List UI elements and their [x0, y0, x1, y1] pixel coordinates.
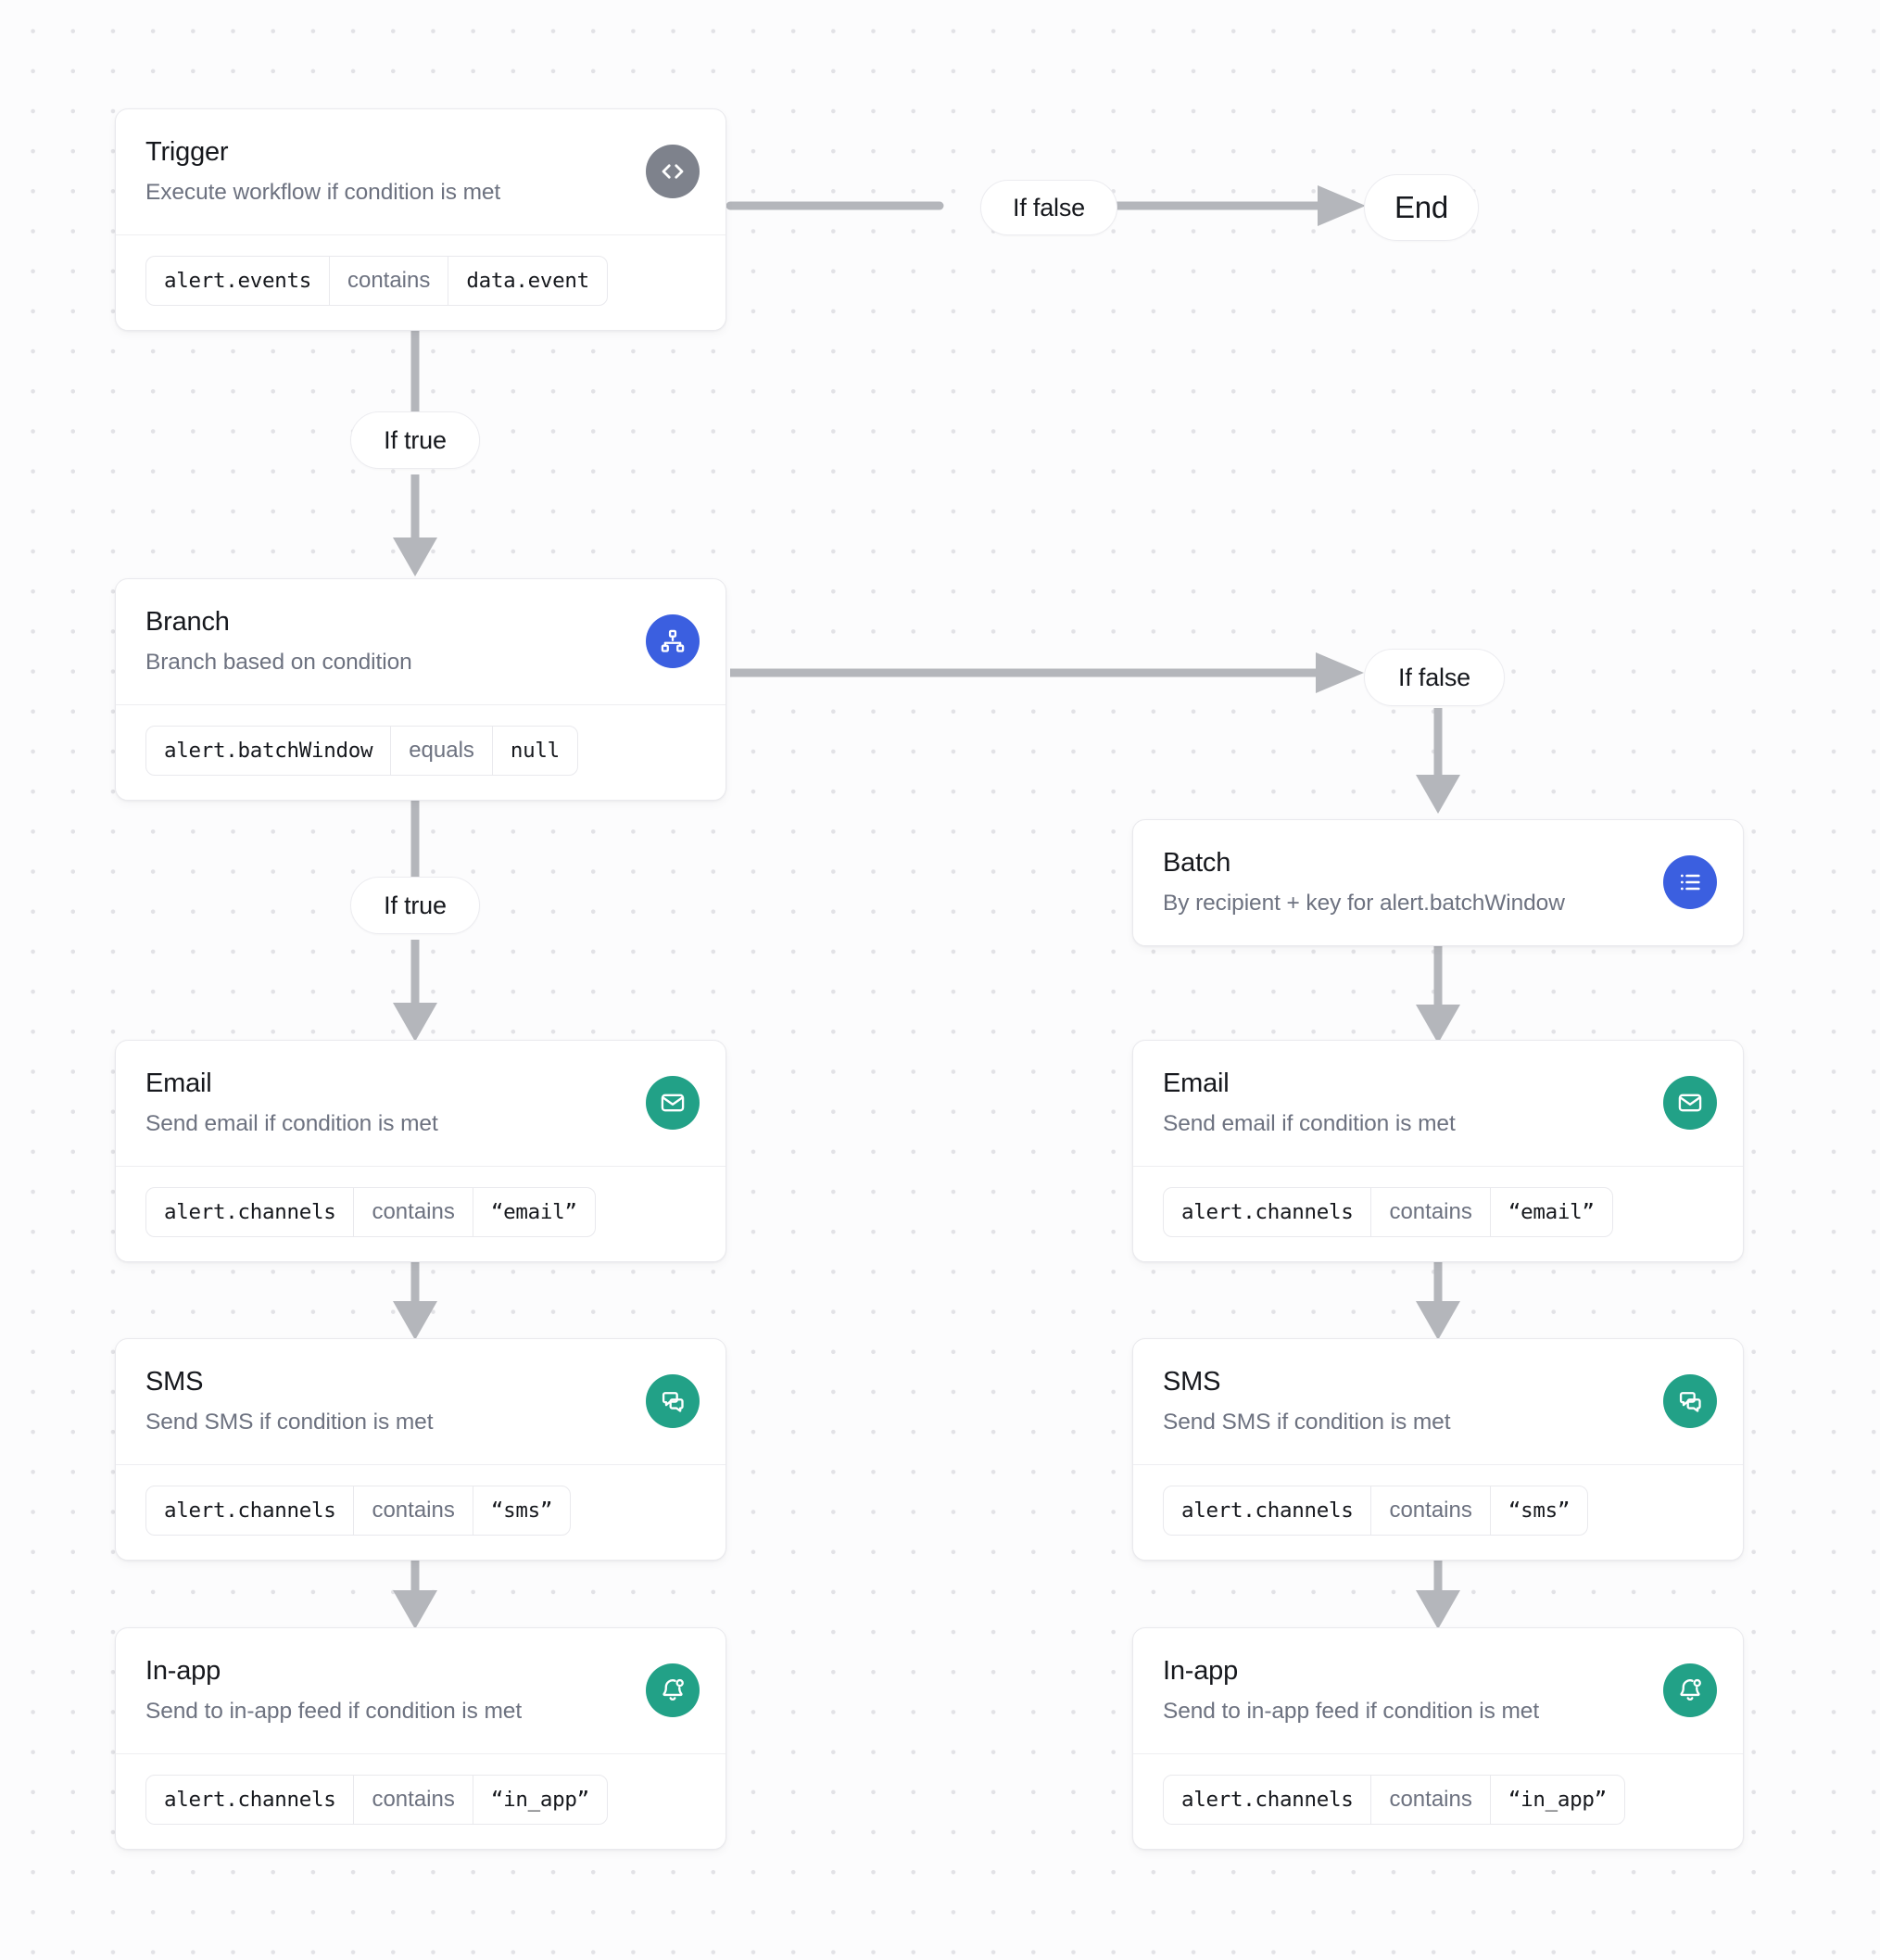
- connector-if-true-to-email-left: [389, 938, 441, 1043]
- condition-value: “in_app”: [1489, 1775, 1624, 1824]
- condition-operator: contains: [353, 1187, 472, 1236]
- condition-value: data.event: [448, 256, 606, 305]
- node-inapp-left[interactable]: In-app Send to in-app feed if condition …: [115, 1627, 726, 1850]
- condition-value: “sms”: [472, 1486, 570, 1535]
- node-sms-left-title: SMS: [145, 1367, 204, 1397]
- condition-operator: contains: [328, 256, 448, 305]
- condition-key: alert.channels: [1181, 1787, 1354, 1812]
- node-trigger-subtitle: Execute workflow if condition is met: [145, 180, 501, 206]
- node-email-right-subtitle: Send email if condition is met: [1163, 1111, 1456, 1137]
- node-inapp-right-title: In-app: [1163, 1656, 1239, 1686]
- condition-value: “in_app”: [472, 1775, 607, 1824]
- node-sms-right-condition[interactable]: alert.channels contains “sms”: [1133, 1463, 1743, 1560]
- node-inapp-left-header: In-app Send to in-app feed if condition …: [116, 1628, 726, 1753]
- envelope-icon: [646, 1076, 700, 1131]
- node-batch[interactable]: Batch By recipient + key for alert.batch…: [1132, 819, 1744, 946]
- condition-key: alert.channels: [1181, 1199, 1354, 1224]
- node-sms-left[interactable]: SMS Send SMS if condition is met alert.c…: [115, 1338, 726, 1561]
- node-batch-title: Batch: [1163, 848, 1231, 878]
- node-trigger-header: Trigger Execute workflow if condition is…: [116, 109, 726, 234]
- chat-bubbles-icon: [646, 1374, 700, 1429]
- pill-branch-if-true[interactable]: If true: [350, 877, 480, 934]
- node-sms-right-title: SMS: [1163, 1367, 1221, 1397]
- pill-trigger-if-false[interactable]: If false: [980, 180, 1117, 235]
- condition-chip[interactable]: alert.channels contains “in_app”: [145, 1774, 608, 1825]
- node-branch-condition[interactable]: alert.batchWindow equals null: [116, 703, 726, 800]
- node-branch-title: Branch: [145, 607, 230, 637]
- condition-chip[interactable]: alert.channels contains “in_app”: [1163, 1774, 1625, 1825]
- condition-operator: contains: [353, 1486, 472, 1535]
- condition-chip[interactable]: alert.batchWindow equals null: [145, 725, 578, 776]
- condition-key: alert.channels: [164, 1199, 336, 1224]
- node-email-left-header: Email Send email if condition is met: [116, 1041, 726, 1166]
- node-email-right-title: Email: [1163, 1069, 1230, 1098]
- condition-chip[interactable]: alert.channels contains “email”: [145, 1186, 596, 1237]
- node-email-left[interactable]: Email Send email if condition is met ale…: [115, 1040, 726, 1262]
- node-trigger-title: Trigger: [145, 137, 229, 167]
- condition-key: alert.batchWindow: [164, 738, 373, 763]
- node-trigger-condition[interactable]: alert.events contains data.event: [116, 234, 726, 330]
- node-email-left-title: Email: [145, 1069, 212, 1098]
- pill-branch-if-false[interactable]: If false: [1364, 649, 1505, 706]
- bell-dot-icon: [646, 1663, 700, 1718]
- condition-key: alert.channels: [1181, 1498, 1354, 1523]
- condition-chip[interactable]: alert.channels contains “sms”: [145, 1485, 572, 1536]
- node-email-right-header: Email Send email if condition is met: [1133, 1041, 1743, 1166]
- condition-operator: contains: [353, 1775, 472, 1824]
- node-inapp-right-header: In-app Send to in-app feed if condition …: [1133, 1628, 1743, 1753]
- node-email-right-condition[interactable]: alert.channels contains “email”: [1133, 1165, 1743, 1261]
- code-brackets-icon: [646, 145, 700, 199]
- chat-bubbles-icon: [1663, 1374, 1717, 1429]
- connector-trigger-to-if-false: [726, 196, 944, 215]
- condition-chip[interactable]: alert.events contains data.event: [145, 255, 608, 306]
- condition-value: “email”: [1489, 1187, 1612, 1236]
- node-sms-left-condition[interactable]: alert.channels contains “sms”: [116, 1463, 726, 1560]
- condition-chip[interactable]: alert.channels contains “email”: [1163, 1186, 1613, 1237]
- node-email-left-subtitle: Send email if condition is met: [145, 1111, 438, 1137]
- sitemap-icon: [646, 614, 700, 669]
- condition-key: alert.channels: [164, 1787, 336, 1812]
- node-sms-right-header: SMS Send SMS if condition is met: [1133, 1339, 1743, 1464]
- node-sms-right-subtitle: Send SMS if condition is met: [1163, 1410, 1451, 1435]
- connector-batch-to-email-right: [1412, 942, 1464, 1045]
- connector-branch-if-false-to-batch: [1412, 706, 1464, 816]
- node-email-left-condition[interactable]: alert.channels contains “email”: [116, 1165, 726, 1261]
- node-sms-right[interactable]: SMS Send SMS if condition is met alert.c…: [1132, 1338, 1744, 1561]
- node-sms-left-header: SMS Send SMS if condition is met: [116, 1339, 726, 1464]
- node-batch-header: Batch By recipient + key for alert.batch…: [1133, 820, 1743, 945]
- node-inapp-left-condition[interactable]: alert.channels contains “in_app”: [116, 1752, 726, 1849]
- condition-operator: contains: [1370, 1187, 1489, 1236]
- condition-operator: contains: [1370, 1486, 1489, 1535]
- node-trigger[interactable]: Trigger Execute workflow if condition is…: [115, 108, 726, 331]
- node-inapp-left-title: In-app: [145, 1656, 221, 1686]
- condition-key: alert.channels: [164, 1498, 336, 1523]
- node-inapp-right[interactable]: In-app Send to in-app feed if condition …: [1132, 1627, 1744, 1850]
- condition-value: “sms”: [1489, 1486, 1587, 1535]
- connector-if-true-to-branch: [389, 473, 441, 578]
- envelope-icon: [1663, 1076, 1717, 1131]
- node-branch[interactable]: Branch Branch based on condition alert.b…: [115, 578, 726, 801]
- node-branch-header: Branch Branch based on condition: [116, 579, 726, 704]
- pill-end[interactable]: End: [1364, 174, 1479, 241]
- condition-chip[interactable]: alert.channels contains “sms”: [1163, 1485, 1589, 1536]
- node-branch-subtitle: Branch based on condition: [145, 650, 412, 676]
- node-inapp-left-subtitle: Send to in-app feed if condition is met: [145, 1699, 523, 1725]
- condition-operator: equals: [390, 726, 492, 775]
- list-icon: [1663, 855, 1717, 910]
- condition-key: alert.events: [164, 268, 311, 293]
- node-sms-left-subtitle: Send SMS if condition is met: [145, 1410, 434, 1435]
- node-email-right[interactable]: Email Send email if condition is met ale…: [1132, 1040, 1744, 1262]
- pill-trigger-if-true[interactable]: If true: [350, 411, 480, 469]
- node-batch-subtitle: By recipient + key for alert.batchWindow: [1163, 891, 1565, 917]
- condition-value: null: [491, 726, 577, 775]
- connector-branch-to-if-false: [728, 649, 1368, 697]
- node-inapp-right-subtitle: Send to in-app feed if condition is met: [1163, 1699, 1540, 1725]
- condition-value: “email”: [472, 1187, 595, 1236]
- connector-if-false-to-end: [1112, 182, 1371, 230]
- node-inapp-right-condition[interactable]: alert.channels contains “in_app”: [1133, 1752, 1743, 1849]
- condition-operator: contains: [1370, 1775, 1489, 1824]
- bell-dot-icon: [1663, 1663, 1717, 1718]
